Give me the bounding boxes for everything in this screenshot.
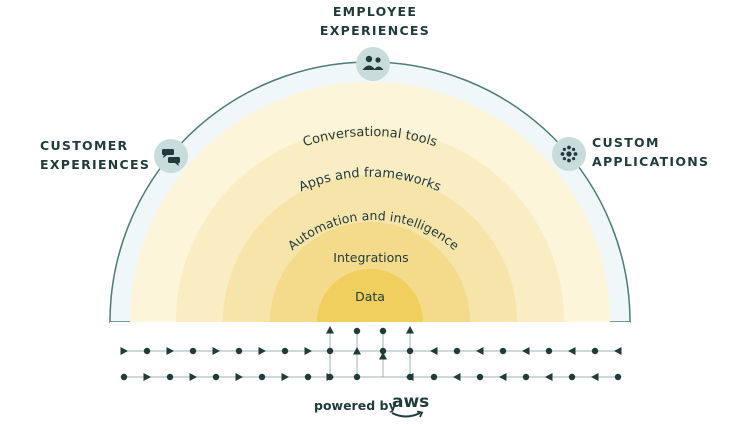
flow-arrow-r	[166, 347, 174, 355]
layer-label-data: Data	[355, 289, 385, 304]
flow-arrow-l	[614, 347, 622, 355]
flow-dot	[476, 373, 484, 381]
flow-dot	[326, 347, 334, 355]
flow-arrow-r	[235, 373, 243, 381]
flow-arrow-r	[189, 373, 197, 381]
flow-dot	[406, 347, 414, 355]
flow-arrow-r	[120, 347, 128, 355]
flow-dot	[353, 327, 361, 335]
flow-dot	[120, 373, 128, 381]
flow-arrow-l	[499, 373, 507, 381]
aws-logo-text: aws	[392, 392, 430, 412]
flow-dot	[353, 373, 361, 381]
flow-dot	[281, 347, 289, 355]
flow-dot	[379, 327, 387, 335]
flow-arrow-l	[568, 347, 576, 355]
flow-dot	[189, 347, 197, 355]
flow-arrow-r	[304, 347, 312, 355]
custom-app-badge	[552, 137, 586, 171]
flow-dot	[591, 347, 599, 355]
flow-arrow-r	[143, 373, 151, 381]
flow-arrow-r	[281, 373, 289, 381]
base-strip	[110, 322, 630, 328]
flow-arrow-l	[406, 373, 414, 381]
flow-arrow-l	[453, 373, 461, 381]
flow-arrow-l	[476, 347, 484, 355]
flow-arrow-u	[353, 347, 361, 355]
aws-smile-icon	[391, 410, 424, 418]
flow-dot	[522, 373, 530, 381]
people-icon	[362, 55, 384, 70]
flow-arrow-l	[545, 373, 553, 381]
flow-dot	[430, 373, 438, 381]
flow-arrow-u	[406, 326, 414, 334]
flow-dot	[614, 373, 622, 381]
flow-dot	[499, 347, 507, 355]
flow-arrow-r	[258, 347, 266, 355]
data-flow	[120, 326, 622, 381]
flow-dot	[545, 347, 553, 355]
flow-dot	[235, 347, 243, 355]
flow-dot	[568, 373, 576, 381]
powered-by-text: powered by	[314, 398, 397, 413]
app-grid-icon	[560, 145, 578, 163]
customer-badge	[154, 139, 188, 173]
flow-arrow-u	[379, 352, 387, 360]
flow-dot	[258, 373, 266, 381]
flow-arrow-u	[326, 326, 334, 334]
flow-dot	[166, 373, 174, 381]
flow-dot	[453, 347, 461, 355]
flow-arrow-r	[212, 347, 220, 355]
powered-by-aws: powered by aws	[300, 392, 470, 420]
flow-dot	[304, 373, 312, 381]
employee-badge	[356, 47, 390, 81]
flow-arrow-r	[326, 373, 334, 381]
flow-arrow-l	[591, 373, 599, 381]
flow-dot	[212, 373, 220, 381]
flow-dot	[379, 347, 387, 355]
flow-dot	[143, 347, 151, 355]
chat-bubbles-icon	[162, 149, 180, 166]
flow-arrow-l	[522, 347, 530, 355]
flow-arrow-l	[430, 347, 438, 355]
layer-data	[317, 269, 423, 322]
layer-label-integrations: Integrations	[333, 250, 408, 265]
